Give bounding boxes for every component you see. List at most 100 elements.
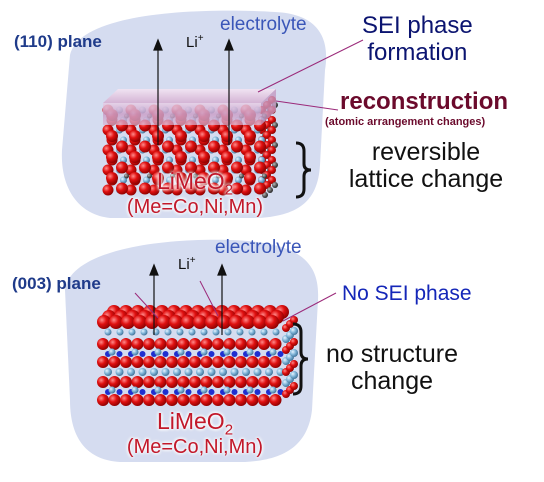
metal-atom bbox=[124, 173, 129, 179]
oxygen-atom bbox=[166, 356, 178, 368]
top-li-charge: + bbox=[197, 33, 204, 44]
oxygen-atom bbox=[177, 338, 190, 350]
oxygen-atom bbox=[268, 136, 276, 144]
oxygen-atom bbox=[175, 130, 187, 142]
lithium-atom bbox=[154, 386, 162, 394]
oxygen-atom bbox=[246, 394, 259, 406]
oxygen-atom bbox=[258, 394, 270, 406]
reconstruction-layer bbox=[103, 89, 276, 125]
top-material-formula: LiMeO2 bbox=[140, 170, 250, 198]
metal-atom bbox=[116, 351, 123, 357]
top-material-subscript: 2 bbox=[224, 181, 234, 199]
reconstruction-label: reconstruction bbox=[340, 88, 509, 115]
top-material-note: (Me=Co,Ni,Mn) bbox=[126, 196, 264, 218]
lithium-atom bbox=[116, 328, 124, 336]
oxygen-atom bbox=[241, 315, 255, 329]
oxygen-atom bbox=[148, 184, 160, 196]
oxygen-atom bbox=[290, 338, 298, 346]
oxygen-atom bbox=[240, 184, 252, 196]
oxygen-atom bbox=[254, 140, 266, 153]
oxygen-atom bbox=[208, 161, 220, 174]
lithium-atom bbox=[290, 327, 298, 335]
lithium-atom bbox=[290, 371, 298, 379]
lithium-atom bbox=[104, 328, 112, 336]
oxygen-atom bbox=[258, 376, 270, 388]
oxygen-atom bbox=[154, 394, 167, 406]
oxygen-atom bbox=[133, 315, 147, 329]
oxygen-atom bbox=[217, 315, 231, 329]
lithium-atom bbox=[248, 328, 256, 336]
oxygen-atom bbox=[129, 172, 141, 184]
lithium-atom bbox=[230, 368, 239, 376]
oxygen-atom bbox=[200, 338, 213, 350]
lithium-atom bbox=[166, 176, 173, 184]
bottom-structure-brace bbox=[292, 322, 309, 396]
oxygen-atom bbox=[194, 184, 206, 196]
oxygen-atom bbox=[244, 151, 256, 163]
top-electrolyte-label: electrolyte bbox=[220, 14, 307, 35]
oxygen-atom bbox=[221, 172, 233, 184]
oxygen-atom bbox=[189, 376, 201, 388]
bottom-material-note: (Me=Co,Ni,Mn) bbox=[126, 436, 264, 458]
oxygen-atom bbox=[108, 376, 121, 388]
oxygen-atom bbox=[108, 356, 121, 368]
oxygen-atom bbox=[235, 394, 247, 406]
oxygen-atom bbox=[212, 376, 224, 388]
oxygen-atom bbox=[208, 140, 220, 153]
oxygen-atom bbox=[217, 184, 229, 196]
lithium-atom bbox=[143, 176, 150, 184]
bottom-li-ion-label: Li+ bbox=[178, 256, 196, 273]
oxygen-atom bbox=[143, 338, 155, 350]
oxygen-atom bbox=[108, 394, 121, 406]
oxygen-atom bbox=[108, 338, 121, 350]
oxygen-atom bbox=[175, 151, 187, 163]
oxygen-atom bbox=[171, 184, 183, 196]
lithium-atom bbox=[246, 348, 254, 356]
metal-atom bbox=[208, 389, 215, 395]
oxygen-atom bbox=[268, 116, 276, 124]
oxygen-atom bbox=[139, 140, 151, 153]
oxygen-atom bbox=[152, 151, 164, 163]
oxygen-atom bbox=[177, 356, 190, 368]
lithium-atom bbox=[212, 176, 219, 184]
oxygen-atom bbox=[290, 382, 298, 390]
lithium-atom bbox=[188, 328, 196, 336]
bottom-electrolyte-label: electrolyte bbox=[215, 237, 302, 258]
oxygen-atom bbox=[97, 338, 109, 350]
metal-atom bbox=[147, 173, 152, 179]
oxygen-atom bbox=[269, 338, 282, 350]
lithium-atom bbox=[150, 368, 158, 376]
oxygen-atom bbox=[121, 315, 135, 329]
lithium-atom bbox=[269, 386, 277, 394]
lithium-atom bbox=[253, 368, 262, 376]
bottom-structure-label: no structure change bbox=[312, 342, 472, 394]
top-plane-label: (110) plane bbox=[14, 32, 102, 51]
oxygen-atom bbox=[120, 376, 132, 388]
lithium-atom bbox=[138, 368, 147, 376]
bottom-structure-line2: change bbox=[350, 367, 434, 395]
oxygen-atom bbox=[120, 356, 132, 368]
oxygen-atom bbox=[102, 184, 114, 196]
oxygen-atom bbox=[246, 356, 259, 368]
lithium-atom bbox=[115, 368, 124, 376]
metal-atom bbox=[216, 173, 221, 179]
oxygen-atom bbox=[97, 376, 109, 388]
oxygen-atom bbox=[205, 315, 219, 329]
top-sei-line2: formation bbox=[367, 39, 468, 66]
oxygen-atom bbox=[221, 130, 233, 142]
metal-atom bbox=[262, 173, 267, 179]
metal-atom bbox=[162, 389, 169, 395]
oxygen-atom bbox=[208, 182, 220, 195]
lithium-atom bbox=[131, 348, 139, 356]
metal-atom bbox=[262, 192, 268, 198]
top-sei-label: SEI phase formation bbox=[362, 14, 473, 65]
oxygen-atom bbox=[198, 172, 210, 184]
oxygen-atom bbox=[244, 130, 256, 142]
lithium-atom bbox=[161, 368, 170, 376]
oxygen-atom bbox=[116, 161, 128, 174]
lithium-atom bbox=[140, 328, 148, 336]
lithium-atom bbox=[131, 386, 139, 394]
metal-atom bbox=[185, 351, 192, 357]
top-li-arrows bbox=[153, 38, 234, 145]
